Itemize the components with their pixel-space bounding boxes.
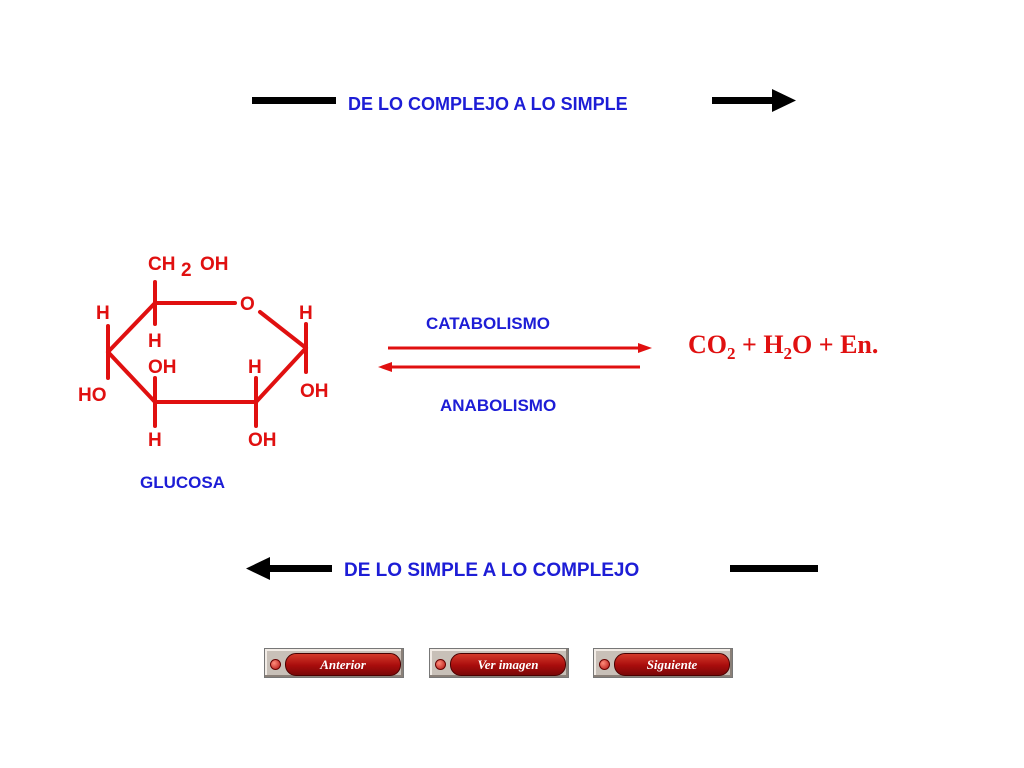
label-oh-right: OH [300,381,329,402]
anabolism-arrow-head [378,362,392,372]
top-arrow-left-bar [252,97,336,104]
label-ch: CH [148,254,175,275]
red-dot-icon [599,659,610,670]
label-ho-left: HO [78,385,107,406]
next-button-label: Siguiente [614,653,730,676]
red-dot-icon [435,659,446,670]
label-h-left-top: H [96,303,110,324]
formula-sub-2a: 2 [727,344,736,364]
label-h-c2: H [248,357,262,378]
label-h-right-top: H [299,303,313,324]
label-ring-o: O [240,294,255,315]
top-caption: DE LO COMPLEJO A LO SIMPLE [348,94,628,114]
label-oh-c3: OH [148,357,177,378]
formula-co: CO [688,330,727,359]
ring-bond [254,346,308,404]
top-arrow-right-shaft [712,97,774,104]
label-h-bottom: H [148,430,162,451]
label-oh-top: OH [200,254,229,275]
bottom-arrow-right-bar [730,565,818,572]
view-image-button[interactable]: Ver imagen [429,648,569,678]
formula-sub-2b: 2 [783,344,793,364]
label-oh-bottom: OH [248,430,277,451]
ring-bond [106,301,157,354]
glucose-structure: CH 2 OH O H H H OH H HO OH H OH [78,254,329,451]
bottom-arrow-head [246,557,270,580]
bottom-caption: DE LO SIMPLE A LO COMPLEJO [344,560,640,581]
glucose-label: GLUCOSA [140,473,225,492]
view-image-button-label: Ver imagen [450,653,566,676]
catabolism-arrow-head [638,343,652,353]
label-ch-sub: 2 [181,260,192,281]
previous-button-label: Anterior [285,653,401,676]
previous-button[interactable]: Anterior [264,648,404,678]
top-arrow-head [772,89,796,112]
red-dot-icon [270,659,281,670]
formula-tail: O + En. [792,330,879,359]
label-h-c5: H [148,331,162,352]
catabolism-label: CATABOLISMO [426,314,551,333]
ring-bond [258,310,308,350]
product-formula: CO2 + H2O + En. [688,330,878,364]
formula-plus-h: + H [735,330,784,359]
ring-bond [106,350,157,404]
next-button[interactable]: Siguiente [593,648,733,678]
bottom-arrow-left-shaft [268,565,332,572]
anabolism-label: ANABOLISMO [440,396,557,415]
